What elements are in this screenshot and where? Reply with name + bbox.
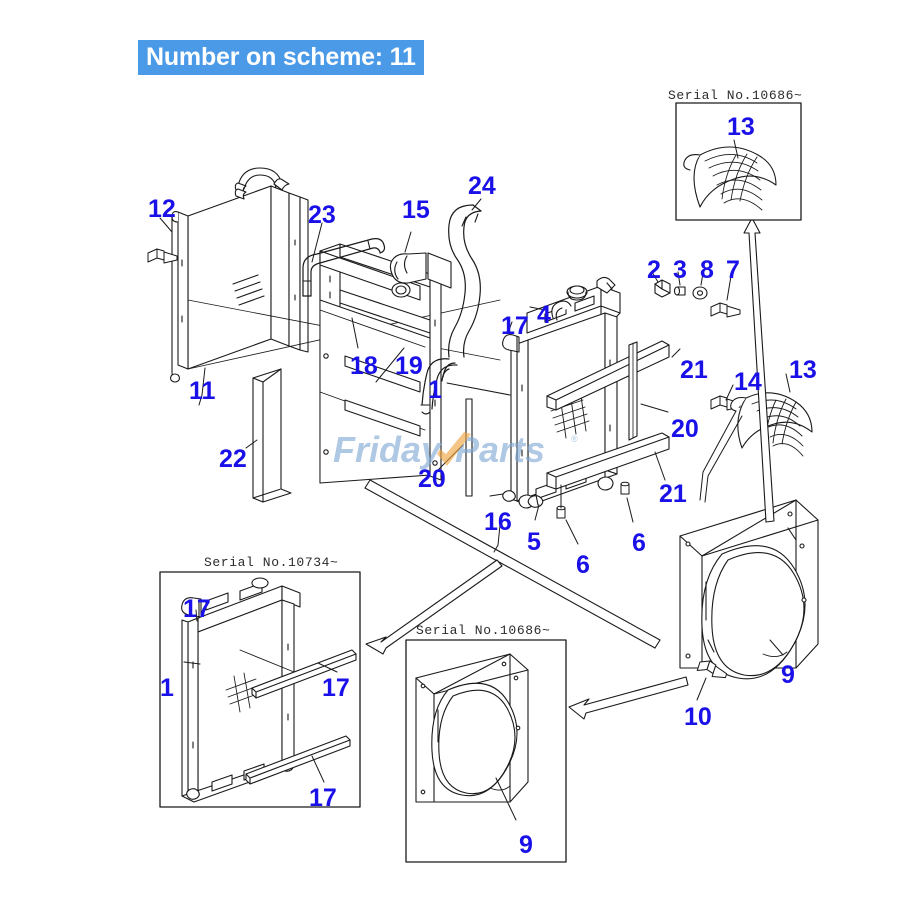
callout-1: 1	[428, 376, 442, 404]
callout-8: 8	[700, 256, 714, 284]
callout-14: 14	[734, 368, 762, 396]
callout-6-b: 6	[632, 529, 646, 557]
callout-2: 2	[647, 256, 661, 284]
callout-12: 12	[148, 195, 176, 223]
callout-19: 19	[395, 352, 423, 380]
serial-label-bottom-left: Serial No.10734~	[204, 555, 339, 570]
callout-9-main: 9	[781, 661, 795, 689]
callout-17-upper: 17	[501, 312, 529, 340]
callout-10: 10	[684, 703, 712, 731]
callout-18: 18	[350, 352, 378, 380]
callout-20-upper: 20	[671, 415, 699, 443]
inset-callout-9: 9	[519, 831, 533, 859]
callout-7: 7	[726, 256, 740, 284]
callout-11: 11	[189, 377, 216, 405]
serial-label-bottom-center: Serial No.10686~	[416, 623, 551, 638]
callout-21-upper: 21	[680, 356, 708, 384]
callout-22: 22	[219, 445, 247, 473]
inset-callout-17-b: 17	[322, 674, 350, 702]
callout-13-main: 13	[789, 356, 817, 384]
callout-4: 4	[537, 301, 551, 329]
callout-3: 3	[673, 256, 687, 284]
callout-24: 24	[468, 172, 496, 200]
callout-16: 16	[484, 508, 512, 536]
callout-23: 23	[308, 201, 336, 229]
callout-5: 5	[527, 528, 541, 556]
page-title-banner: Number on scheme: 11	[138, 40, 424, 75]
inset-callout-1: 1	[160, 674, 174, 702]
callout-6-a: 6	[576, 551, 590, 579]
serial-label-top-right: Serial No.10686~	[668, 88, 803, 103]
callout-21-lower: 21	[659, 480, 687, 508]
inset-callout-13: 13	[727, 113, 755, 141]
callout-20-lower: 20	[418, 465, 446, 493]
inset-callout-17-a: 17	[183, 595, 211, 623]
inset-callout-17-c: 17	[309, 784, 337, 812]
callout-15: 15	[402, 196, 430, 224]
